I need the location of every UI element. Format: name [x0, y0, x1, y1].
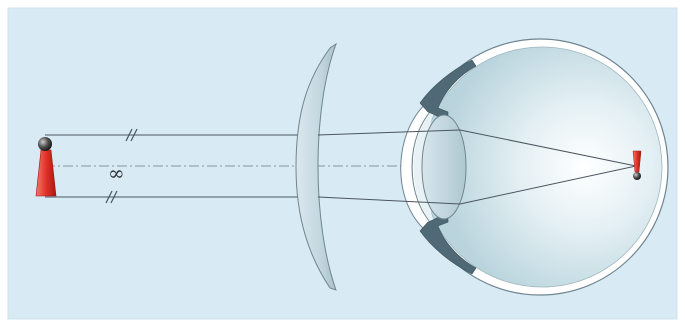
- inverted-image-icon: [633, 151, 641, 180]
- infinity-label: ∞: [108, 161, 125, 185]
